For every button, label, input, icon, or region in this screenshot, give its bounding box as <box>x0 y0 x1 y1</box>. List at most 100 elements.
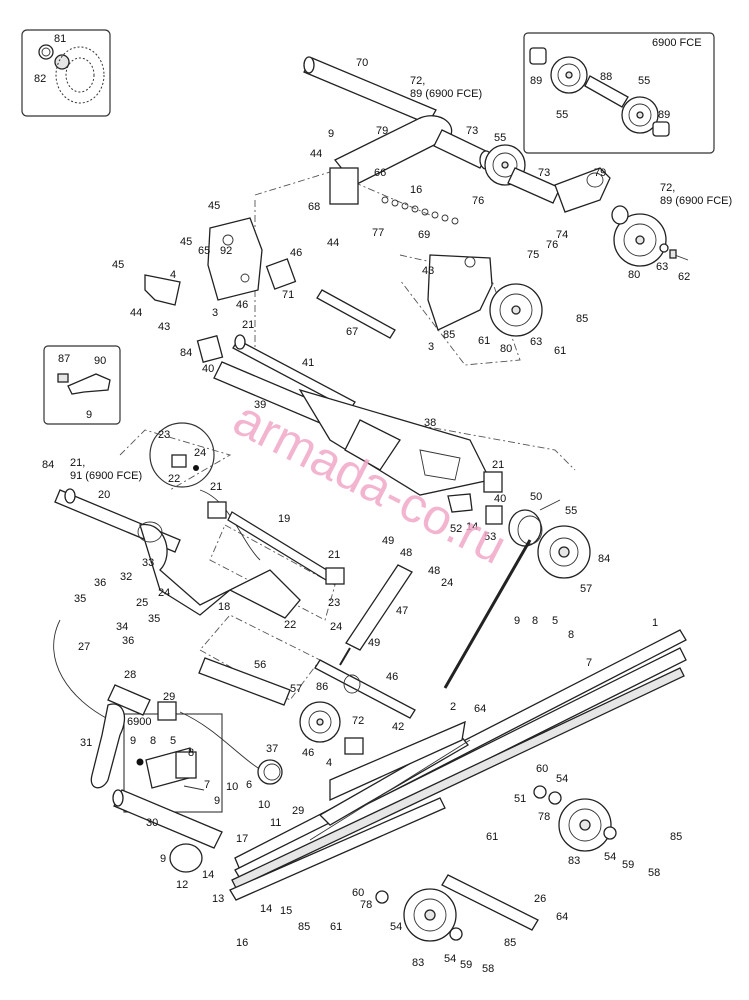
part-label-83b: 83 <box>412 957 424 969</box>
part-label-79b: 79 <box>594 167 606 179</box>
limiter-rod <box>443 539 532 689</box>
part-label-4b: 4 <box>326 757 332 769</box>
part-label-72c: 72 <box>352 715 364 727</box>
part-label-27: 27 <box>78 641 90 653</box>
inset-box-6900-fce <box>523 32 715 154</box>
part-label-59a: 59 <box>622 859 634 871</box>
part-label-53: 53 <box>484 531 496 543</box>
part-label-44c: 44 <box>130 307 142 319</box>
part-label-84a: 84 <box>180 347 192 359</box>
spacer-29 <box>157 701 177 721</box>
part-label-77: 77 <box>372 227 384 239</box>
part-label-9d: 9 <box>130 735 136 747</box>
inset-box-bearing <box>21 29 111 117</box>
part-label-9a: 9 <box>328 128 334 140</box>
part-label-12: 12 <box>176 879 188 891</box>
washer-63a <box>659 243 669 253</box>
part-label-7a: 7 <box>586 657 592 669</box>
bracket-left-3 <box>207 217 263 301</box>
part-label-90: 90 <box>94 355 106 367</box>
part-label-19: 19 <box>278 513 290 525</box>
part-label-45a: 45 <box>208 200 220 212</box>
part-label-52: 52 <box>450 523 462 535</box>
bolt-62 <box>669 249 689 261</box>
part-label-6: 6 <box>246 779 252 791</box>
part-label-31: 31 <box>80 737 92 749</box>
part-label-9c: 9 <box>514 615 520 627</box>
part-label-47: 47 <box>396 605 408 617</box>
part-label-39: 39 <box>254 399 266 411</box>
part-label-9b: 9 <box>86 409 92 421</box>
shaft-30 <box>112 789 223 849</box>
part-label-83a: 83 <box>568 855 580 867</box>
part-label-44b: 44 <box>327 237 339 249</box>
part-label-16a: 16 <box>410 184 422 196</box>
rear-arm-79b <box>554 167 611 213</box>
part-label-14c: 14 <box>260 903 272 915</box>
part-label-46d: 46 <box>302 747 314 759</box>
slide-rail-2 <box>309 720 471 841</box>
part-label-85d: 85 <box>298 921 310 933</box>
part-label-44a: 44 <box>310 148 322 160</box>
part-label-61a: 61 <box>478 335 490 347</box>
part-label-24a: 24 <box>194 447 206 459</box>
part-label-54a: 54 <box>556 773 568 785</box>
part-label-21e: 21 <box>328 549 340 561</box>
part-label-7b: 7 <box>204 779 210 791</box>
bracket-spacer-72c <box>344 737 364 755</box>
part-label-58a: 58 <box>648 867 660 879</box>
part-label-24c: 24 <box>158 587 170 599</box>
part-label-46c: 46 <box>386 671 398 683</box>
shaft-56 <box>198 657 291 706</box>
part-label-64a: 64 <box>474 703 486 715</box>
part-label-88: 88 <box>600 71 612 83</box>
spacer-28 <box>107 684 151 716</box>
part-label-55a: 55 <box>638 75 650 87</box>
part-label-78b: 78 <box>360 899 372 911</box>
part-label-45c: 45 <box>112 259 124 271</box>
part-label-73b: 73 <box>538 167 550 179</box>
part-label-58b: 58 <box>482 963 494 975</box>
part-label-67: 67 <box>346 326 358 338</box>
part-label-82: 82 <box>34 73 46 85</box>
idler-wheel-80a <box>613 213 667 267</box>
part-label-40a: 40 <box>202 363 214 375</box>
spring-50 <box>508 499 561 547</box>
part-label-86: 86 <box>316 681 328 693</box>
part-label-8d: 8 <box>188 747 194 759</box>
part-label-3b: 3 <box>428 341 434 353</box>
part-label-54c: 54 <box>390 921 402 933</box>
part-label-23b: 23 <box>328 597 340 609</box>
spacer-73b <box>507 167 561 204</box>
part-label-29a: 29 <box>163 691 175 703</box>
part-label-57b: 57 <box>290 683 302 695</box>
rear-arm-79 <box>329 115 453 205</box>
inset-label-6900-fce: 6900 FCE <box>652 37 702 49</box>
part-label-55c: 55 <box>494 132 506 144</box>
part-label-73a: 73 <box>466 125 478 137</box>
part-label-42: 42 <box>392 721 404 733</box>
bracket-43a <box>144 274 181 306</box>
part-label-45b: 45 <box>180 236 192 248</box>
part-label-38: 38 <box>424 417 436 429</box>
part-label-84b: 84 <box>42 459 54 471</box>
part-label-55b: 55 <box>556 109 568 121</box>
bracket-52 <box>447 493 473 513</box>
part-label-48b: 48 <box>428 565 440 577</box>
part-label-36a: 36 <box>94 577 106 589</box>
part-label-92: 92 <box>220 245 232 257</box>
part-label-61d: 61 <box>330 921 342 933</box>
part-label-35a: 35 <box>74 593 86 605</box>
part-label-85a: 85 <box>443 329 455 341</box>
part-label-16b: 16 <box>236 937 248 949</box>
part-label-61b: 61 <box>554 345 566 357</box>
part-label-57a: 57 <box>580 583 592 595</box>
part-label-40b: 40 <box>494 493 506 505</box>
part-label-79a: 79 <box>376 125 388 137</box>
part-label-8a: 8 <box>532 615 538 627</box>
idler-wheel-57 <box>299 701 341 743</box>
part-label-24b: 24 <box>441 577 453 589</box>
part-label-81: 81 <box>54 33 66 45</box>
part-label-43a: 43 <box>158 321 170 333</box>
